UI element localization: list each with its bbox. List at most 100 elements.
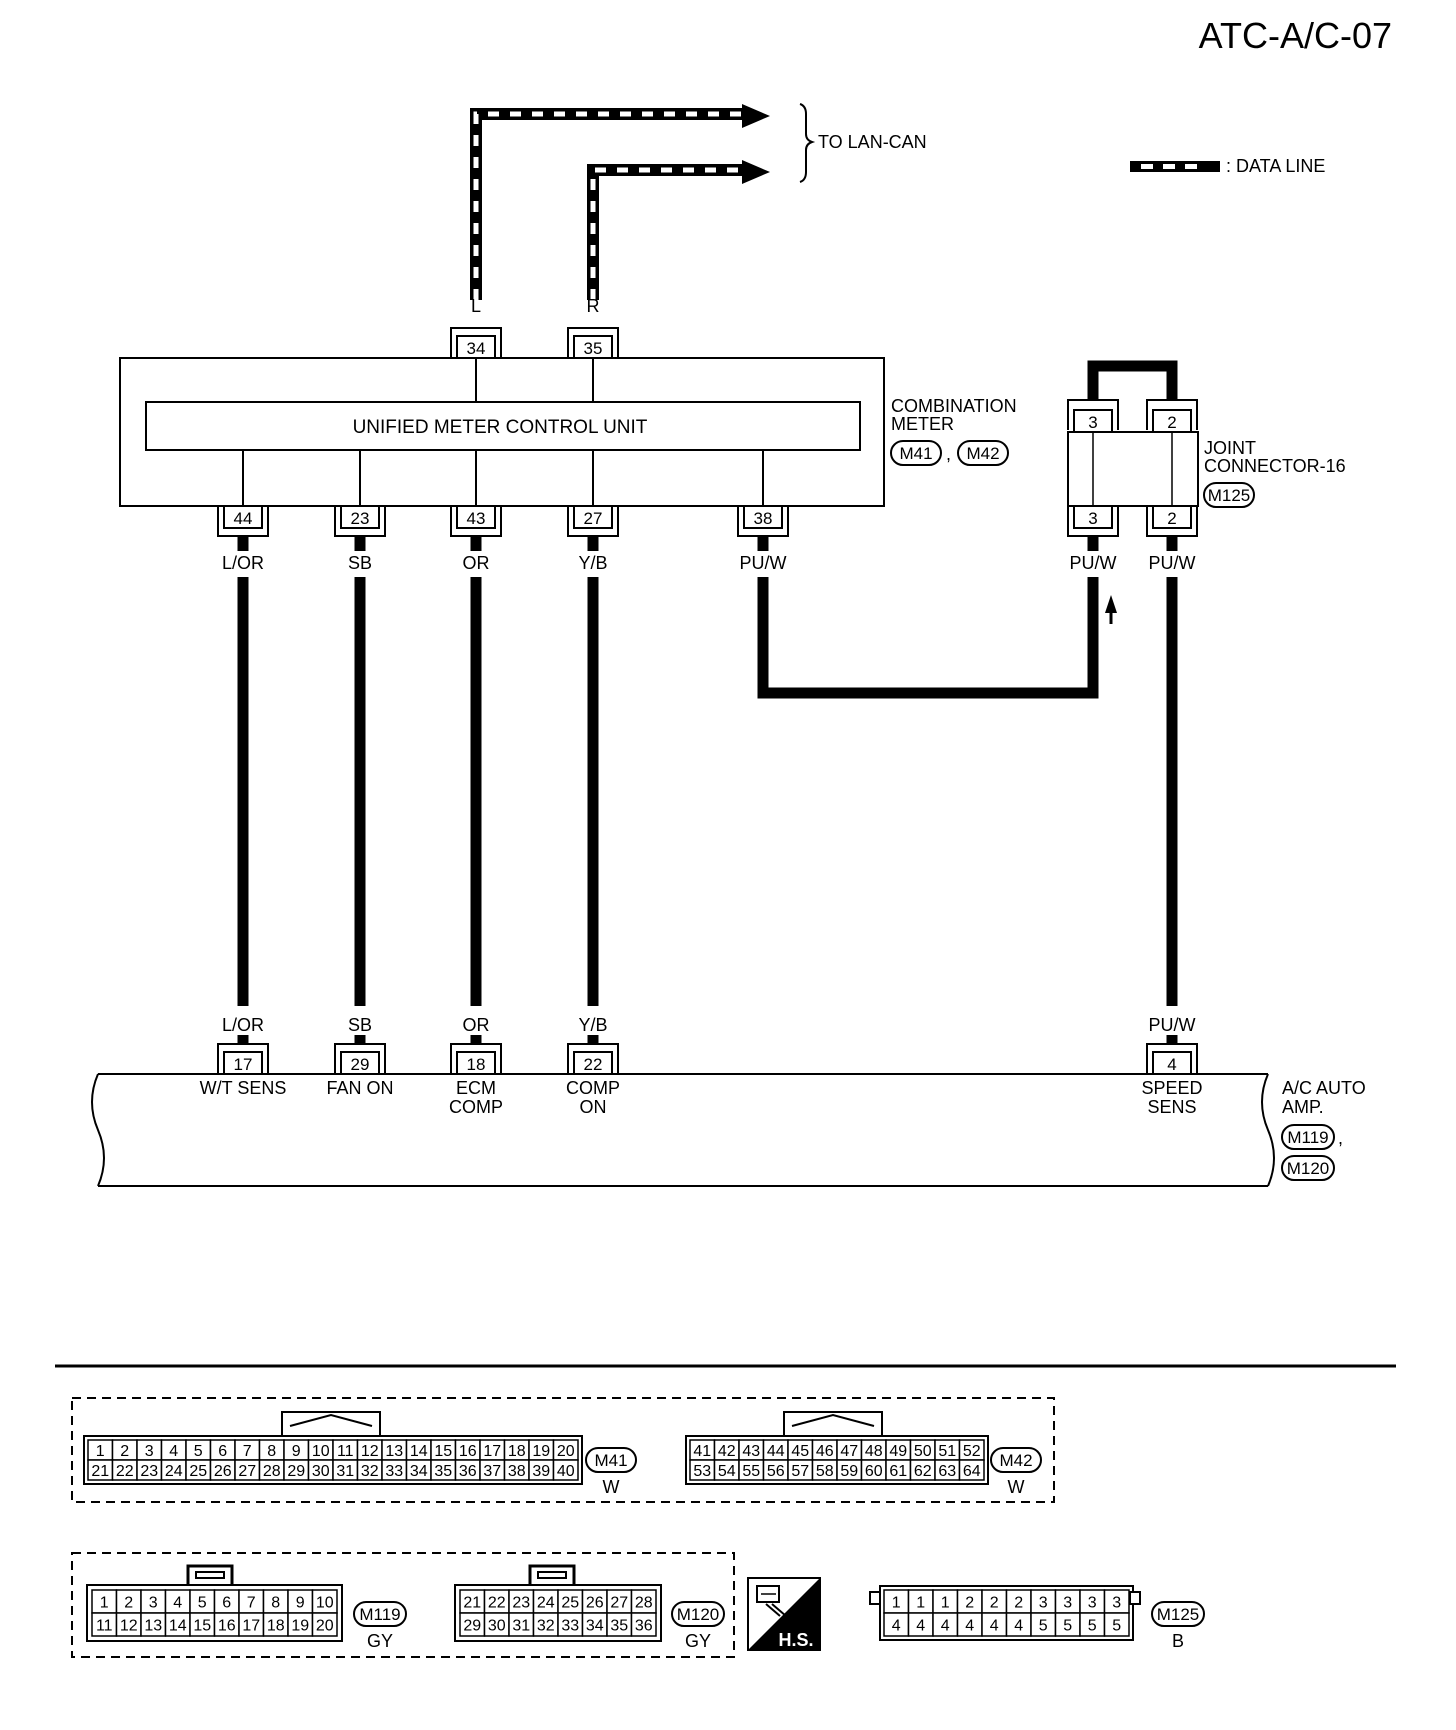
pin-function: SENS <box>1147 1097 1196 1117</box>
wire-color: PU/W <box>1149 553 1196 573</box>
lan-brace <box>799 103 816 183</box>
terminal-number: 45 <box>791 1443 809 1460</box>
terminal-number: 4 <box>169 1443 178 1460</box>
amp-name-1: A/C AUTO <box>1282 1078 1366 1098</box>
view-badge-m120: M120 GY <box>671 1601 725 1651</box>
pin-function: ON <box>580 1097 607 1117</box>
terminal-number: 32 <box>537 1618 555 1635</box>
terminal-number: 52 <box>963 1443 981 1460</box>
terminal-number: 5 <box>1112 1618 1121 1635</box>
arrow-up-icon <box>1105 595 1117 613</box>
connector-badge-m125: M125 <box>1203 482 1255 508</box>
terminal-number: 16 <box>218 1618 236 1635</box>
terminal-number: 11 <box>96 1618 113 1635</box>
view-badge-m125: M125 B <box>1151 1601 1205 1651</box>
connector-color: W <box>603 1477 620 1497</box>
terminal-number: 22 <box>116 1463 134 1480</box>
connector-color: W <box>1008 1477 1025 1497</box>
terminal-number: 25 <box>561 1595 579 1612</box>
terminal-number: 18 <box>267 1618 285 1635</box>
svg-text:M125: M125 <box>1157 1605 1200 1624</box>
lan-label: TO LAN-CAN <box>818 132 927 152</box>
svg-text:M41: M41 <box>594 1451 627 1470</box>
terminal-number: 4 <box>892 1618 901 1635</box>
terminal-number: 56 <box>767 1463 785 1480</box>
legend-label: : DATA LINE <box>1226 156 1325 176</box>
terminal-number: 2 <box>965 1595 974 1612</box>
lan-l-label: L <box>744 106 754 126</box>
wire-color: Y/B <box>578 553 607 573</box>
terminal-cell <box>630 1612 657 1637</box>
terminal-number: 27 <box>610 1595 628 1612</box>
terminal-number: 2 <box>1014 1595 1023 1612</box>
terminal-number: 11 <box>337 1443 354 1460</box>
joint-name-2: CONNECTOR-16 <box>1204 456 1346 476</box>
terminal-cell <box>958 1459 985 1481</box>
terminal-number: 43 <box>742 1443 760 1460</box>
pin-function: FAN ON <box>326 1078 393 1098</box>
terminal-number: 5 <box>1088 1618 1097 1635</box>
meter-top-pin-34: 34 <box>450 327 502 359</box>
amp-pin-4: 4 <box>1146 1043 1198 1075</box>
terminal-number: 9 <box>292 1443 301 1460</box>
terminal-number: 19 <box>532 1443 550 1460</box>
terminal-number: 41 <box>693 1443 711 1460</box>
terminal-number: 13 <box>144 1618 162 1635</box>
terminal-number: 47 <box>840 1443 858 1460</box>
connector-badge-m120: M120 <box>1281 1155 1335 1181</box>
wire-color: SB <box>348 1015 372 1035</box>
joint-name-1: JOINT <box>1204 438 1256 458</box>
terminal-number: 42 <box>718 1443 736 1460</box>
terminal-number: 9 <box>296 1595 305 1612</box>
svg-text:2: 2 <box>1167 413 1176 432</box>
terminal-number: 1 <box>892 1595 901 1612</box>
terminal-number: 26 <box>214 1463 232 1480</box>
amp-pin-17: 17 <box>217 1043 269 1075</box>
connector-badge-m42: M42 <box>957 440 1009 466</box>
view-badge-m42: M42 W <box>990 1447 1042 1497</box>
terminal-number: 3 <box>1039 1595 1048 1612</box>
terminal-number: 57 <box>791 1463 809 1480</box>
wire-color: PU/W <box>1070 553 1117 573</box>
svg-text:M41: M41 <box>899 444 932 463</box>
svg-text:4: 4 <box>1167 1055 1176 1074</box>
lan-r-label: R <box>744 162 757 182</box>
svg-text:43: 43 <box>467 509 486 528</box>
wire-color-r: R <box>587 296 600 316</box>
terminal-number: 35 <box>434 1463 452 1480</box>
terminal-number: 4 <box>916 1618 925 1635</box>
terminal-number: 33 <box>385 1463 403 1480</box>
amp-name-2: AMP. <box>1282 1097 1324 1117</box>
svg-text:18: 18 <box>467 1055 486 1074</box>
meter-bottom-pin-23: 23 <box>334 505 386 537</box>
terminal-number: 2 <box>990 1595 999 1612</box>
terminal-number: 18 <box>508 1443 526 1460</box>
terminal-number: 1 <box>916 1595 925 1612</box>
terminal-number: 4 <box>941 1618 950 1635</box>
svg-text:35: 35 <box>584 339 603 358</box>
terminal-number: 55 <box>742 1463 760 1480</box>
terminal-number: 32 <box>361 1463 379 1480</box>
terminal-number: 33 <box>561 1618 579 1635</box>
svg-text:3: 3 <box>1088 509 1097 528</box>
terminal-number: 5 <box>1039 1618 1048 1635</box>
terminal-number: 5 <box>1063 1618 1072 1635</box>
wire-stubs <box>237 536 1178 551</box>
terminal-number: 3 <box>1063 1595 1072 1612</box>
wire-color: SB <box>348 553 372 573</box>
terminal-number: 13 <box>385 1443 403 1460</box>
data-line-l: L <box>470 104 770 300</box>
svg-text:44: 44 <box>234 509 253 528</box>
terminal-number: 2 <box>124 1595 133 1612</box>
badge-separator: , <box>946 444 951 464</box>
terminal-number: 3 <box>1088 1595 1097 1612</box>
meter-top-pin-35: 35 <box>567 327 619 359</box>
terminal-number: 62 <box>914 1463 932 1480</box>
svg-text:M119: M119 <box>1287 1128 1328 1147</box>
terminal-number: 17 <box>242 1618 260 1635</box>
terminal-number: 1 <box>100 1595 109 1612</box>
